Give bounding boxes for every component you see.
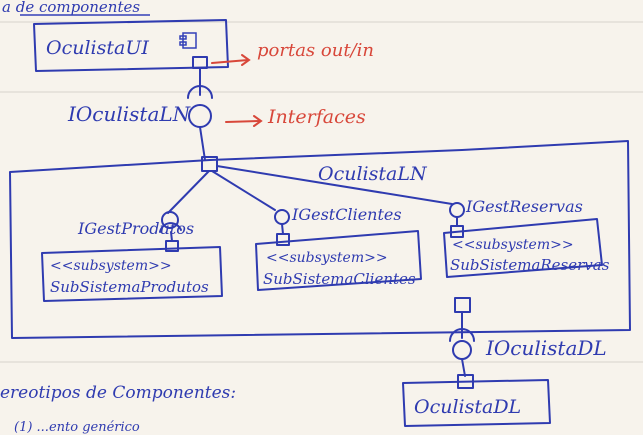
top-note: a de componentes [2,0,140,16]
component-oculista-dl-label: OculistaDL [414,396,521,418]
annotation-ports: portas out/in [257,40,374,61]
subsystem-produtos-label: SubSistemaProdutos [50,278,209,296]
subsystem-clientes: <<subsystem>> SubSistemaClientes [255,230,422,291]
component-oculista-ln-label: OculistaLN [318,163,428,185]
component-oculista-ui-label: OculistaUI [46,37,149,59]
port-ln-bottom [454,297,471,313]
ball-provided [188,104,212,128]
subsystem-reservas: <<subsystem>> SubSistemaReservas [443,218,610,278]
subsystem-produtos: <<subsystem>> SubSistemaProdutos [41,246,223,302]
socket-oculista-dl [449,328,475,342]
subsystem-reservas-label: SubSistemaReservas [450,256,610,274]
bottom-note-1: ereotipos de Componentes: [0,383,236,403]
interface-oculista-dl: IOculistaDL [485,336,607,360]
component-oculista-dl: OculistaDL [402,379,551,427]
component-oculista-ln: OculistaLN [9,140,631,339]
port-produtos [165,240,179,252]
arrow-interfaces [225,120,261,123]
delegation-connectors [167,165,453,214]
port-ui-out [192,56,208,69]
ball-gest-produtos [161,211,179,229]
ball-gest-clientes [274,209,290,225]
interface-oculista-ln: IOculistaLN [67,102,192,126]
stereotype-reservas: <<subsystem>> [452,237,574,253]
stereotype-produtos: <<subsystem>> [50,258,172,274]
stereotype-clientes: <<subsystem>> [266,250,388,266]
socket-required [187,85,213,99]
port-clientes [276,233,290,246]
ball-oculista-dl [452,340,472,360]
connector-ln [199,126,206,161]
subsystem-clientes-label: SubSistemaClientes [263,270,416,288]
notebook-lines [0,21,643,363]
ball-gest-reservas [449,202,465,218]
arrow-ports [211,59,249,64]
interface-gest-produtos: IGestProdutos [77,219,194,238]
interface-gest-produtos-group: IGestProdutos [77,211,194,252]
interface-gest-clientes-group: IGestClientes [274,205,402,246]
component-oculista-ui: OculistaUI [33,19,229,72]
interface-gest-reservas: IGestReservas [465,197,583,216]
annotation-interfaces: Interfaces [267,106,366,128]
interface-gest-clientes: IGestClientes [291,205,402,224]
socket-gest-produtos [159,222,182,233]
bottom-note-2: (1) ...ento genérico [14,420,140,435]
component-icon [179,32,197,49]
